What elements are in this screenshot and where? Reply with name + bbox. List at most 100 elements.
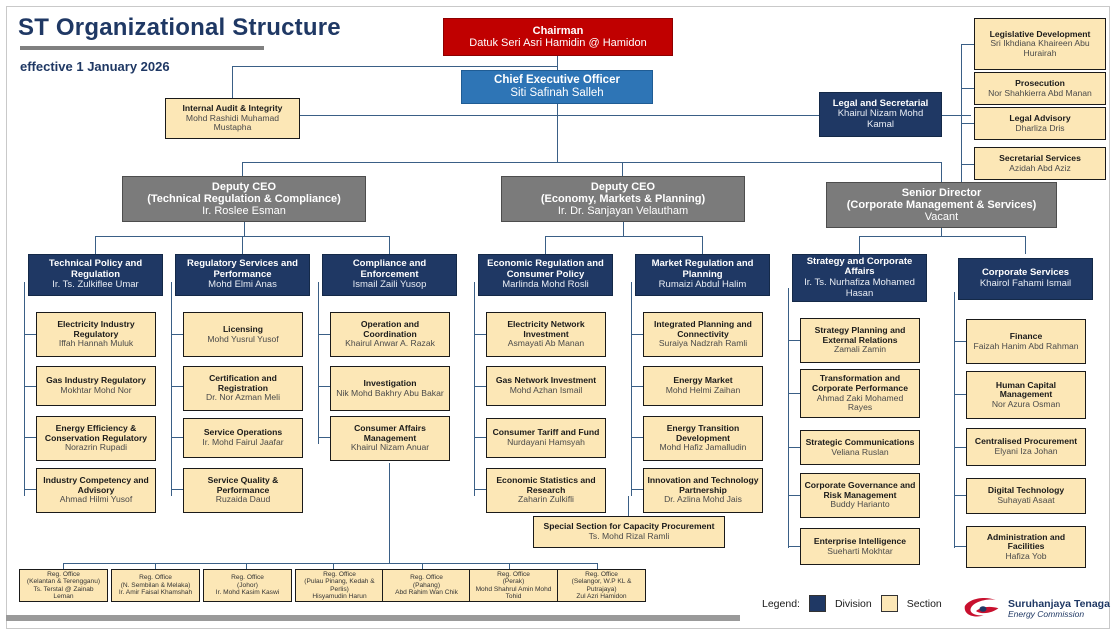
- section-title: Energy Efficiency & Conservation Regulat…: [44, 423, 148, 443]
- section-box[interactable]: Operation and Coordination Khairul Anwar…: [330, 312, 450, 357]
- section-title: Centralised Procurement: [974, 436, 1078, 447]
- section-legislative-development[interactable]: Legislative Development Sri Ikhdiana Kha…: [974, 18, 1106, 70]
- connector: [171, 437, 183, 438]
- section-prosecution[interactable]: Prosecution Nor Shahkierra Abd Manan: [974, 72, 1106, 105]
- regional-office-region: (Perak): [502, 578, 525, 586]
- connector: [474, 437, 486, 438]
- section-name: Mohd Helmi Zaihan: [665, 385, 741, 395]
- section-title: Economic Statistics and Research: [496, 475, 596, 495]
- connector: [318, 282, 319, 444]
- connector: [24, 489, 36, 490]
- regional-office-box[interactable]: Reg. Office (Kelantan & Terengganu) Ts. …: [19, 569, 108, 602]
- section-box[interactable]: Human Capital Management Nor Azura Osman: [966, 371, 1086, 419]
- section-box[interactable]: Economic Statistics and Research Zaharin…: [486, 468, 606, 513]
- section-box[interactable]: Centralised Procurement Elyani Iza Johan: [966, 428, 1086, 466]
- connector: [954, 447, 966, 448]
- division-strategy-and-corporate-affairs[interactable]: Strategy and Corporate Affairs Ir. Ts. N…: [792, 254, 927, 302]
- regional-office-box[interactable]: Reg. Office (Selangor, W.P KL & Putrajay…: [557, 569, 646, 602]
- section-box[interactable]: Integrated Planning and Connectivity Sur…: [643, 312, 763, 357]
- section-box[interactable]: Gas Network Investment Mohd Azhan Ismail: [486, 366, 606, 406]
- ceo-box[interactable]: Chief Executive Officer Siti Safinah Sal…: [461, 70, 653, 104]
- connector: [509, 563, 510, 569]
- section-box[interactable]: Consumer Affairs Management Khairul Niza…: [330, 416, 450, 461]
- section-title: Service Operations: [203, 427, 283, 438]
- section-box[interactable]: Certification and Registration Dr. Nor A…: [183, 366, 303, 411]
- connector: [961, 88, 975, 89]
- section-box[interactable]: Transformation and Corporate Performance…: [800, 369, 920, 418]
- section-box[interactable]: Corporate Governance and Risk Management…: [800, 473, 920, 518]
- connector: [788, 288, 789, 548]
- division-compliance-and-enforcement[interactable]: Compliance and Enforcement Ismail Zaili …: [322, 254, 457, 296]
- section-box[interactable]: Gas Industry Regulatory Mokhtar Mohd Nor: [36, 366, 156, 406]
- section-box[interactable]: Electricity Industry Regulatory Iffah Ha…: [36, 312, 156, 357]
- connector: [24, 437, 36, 438]
- deputy-ceo-technical-box[interactable]: Deputy CEO (Technical Regulation & Compl…: [122, 176, 366, 222]
- legend-section-swatch: [880, 595, 898, 612]
- regional-office-box[interactable]: Reg. Office (Johor) Ir. Mohd Kasim Kaswi: [203, 569, 292, 602]
- section-box[interactable]: Digital Technology Suhayati Asaat: [966, 478, 1086, 514]
- connector: [954, 341, 966, 342]
- section-box[interactable]: Industry Competency and Advisory Ahmad H…: [36, 468, 156, 513]
- regional-office-box[interactable]: Reg. Office (Pahang) Abd Rahim Wan Chik: [382, 569, 471, 602]
- section-box[interactable]: Service Operations Ir. Mohd Fairul Jaafa…: [183, 418, 303, 458]
- section-name: Faizah Hanim Abd Rahman: [973, 340, 1079, 351]
- section-box[interactable]: Energy Market Mohd Helmi Zaihan: [643, 366, 763, 406]
- section-name: Suhayati Asaat: [997, 495, 1055, 505]
- division-market-regulation-and-planning[interactable]: Market Regulation and Planning Rumaizi A…: [635, 254, 770, 296]
- regional-office-name: Mohd Shahrul Amin Mohd Tohid: [475, 585, 552, 600]
- connector: [242, 162, 942, 163]
- section-title: Secretarial Services: [999, 152, 1081, 163]
- section-box[interactable]: Innovation and Technology Partnership Dr…: [643, 468, 763, 513]
- section-box[interactable]: Service Quality & Performance Ruzaida Da…: [183, 468, 303, 513]
- section-box[interactable]: Strategic Communications Veliana Ruslan: [800, 430, 920, 465]
- section-box[interactable]: Consumer Tariff and Fund Nurdayani Hamsy…: [486, 418, 606, 458]
- section-legal-advisory[interactable]: Legal Advisory Dharliza Dris: [974, 107, 1106, 140]
- division-regulatory-services-and-performance[interactable]: Regulatory Services and Performance Mohd…: [175, 254, 310, 296]
- section-name: Norazrin Rupadi: [64, 442, 128, 453]
- section-box[interactable]: Finance Faizah Hanim Abd Rahman: [966, 319, 1086, 364]
- section-box[interactable]: Energy Transition Development Mohd Hafiz…: [643, 416, 763, 461]
- legend-division-label: Division: [834, 597, 872, 610]
- connector: [859, 236, 860, 254]
- section-box[interactable]: Energy Efficiency & Conservation Regulat…: [36, 416, 156, 461]
- section-title: Consumer Tariff and Fund: [492, 427, 600, 438]
- section-box[interactable]: Strategy Planning and External Relations…: [800, 318, 920, 363]
- section-secretarial-services[interactable]: Secretarial Services Azidah Abd Aziz: [974, 147, 1106, 180]
- connector: [545, 236, 546, 254]
- division-technical-policy-and-regulation[interactable]: Technical Policy and Regulation Ir. Ts. …: [28, 254, 163, 296]
- legal-secretarial-box[interactable]: Legal and Secretarial Khairul Nizam Mohd…: [819, 92, 942, 137]
- connector: [961, 164, 975, 165]
- legal-secretarial-name: Khairul Nizam Mohd Kamal: [837, 108, 924, 130]
- connector: [171, 282, 172, 496]
- chairman-box[interactable]: Chairman Datuk Seri Asri Hamidin @ Hamid…: [443, 18, 673, 56]
- regional-office-box[interactable]: Reg. Office (Perak) Mohd Shahrul Amin Mo…: [469, 569, 558, 602]
- internal-audit-box[interactable]: Internal Audit & Integrity Mohd Rashidi …: [165, 98, 300, 139]
- legend-division-swatch: [808, 595, 826, 612]
- division-name: Ir. Ts. Nurhafiza Mohamed Hasan: [804, 277, 915, 299]
- section-name: Khairul Nizam Anuar: [350, 442, 430, 453]
- section-name: Nurdayani Hamsyah: [507, 437, 585, 447]
- regional-office-box[interactable]: Reg. Office (N. Sembilan & Melaka) Ir. A…: [111, 569, 200, 602]
- connector: [859, 236, 1025, 237]
- section-box[interactable]: Administration and Facilities Hafiza Yob: [966, 526, 1086, 568]
- section-box[interactable]: Enterprise Intelligence Sueharti Mokhtar: [800, 528, 920, 565]
- section-box[interactable]: Electricity Network Investment Asmayati …: [486, 312, 606, 357]
- connector: [318, 334, 330, 335]
- division-corporate-services[interactable]: Corporate Services Khairol Fahami Ismail: [958, 258, 1093, 300]
- special-section-capacity-procurement[interactable]: Special Section for Capacity Procurement…: [533, 516, 725, 548]
- section-box[interactable]: Licensing Mohd Yusrul Yusof: [183, 312, 303, 357]
- senior-director-box[interactable]: Senior Director (Corporate Management & …: [826, 182, 1057, 228]
- regional-office-label: Reg. Office: [231, 574, 264, 582]
- section-name: Mokhtar Mohd Nor: [60, 385, 132, 395]
- ceo-name: Siti Safinah Salleh: [510, 87, 604, 99]
- division-title: Corporate Services: [981, 267, 1070, 279]
- regional-office-box[interactable]: Reg. Office (Pulau Pinang, Kedah & Perli…: [295, 569, 384, 602]
- connector: [171, 489, 183, 490]
- division-name: Mohd Elmi Anas: [208, 279, 277, 291]
- division-economic-regulation-and-consumer-policy[interactable]: Economic Regulation and Consumer Policy …: [478, 254, 613, 296]
- section-name: Mohd Azhan Ismail: [509, 385, 583, 395]
- section-title: Integrated Planning and Connectivity: [654, 319, 752, 339]
- deputy-ceo-economy-box[interactable]: Deputy CEO (Economy, Markets & Planning)…: [501, 176, 745, 222]
- division-title: Economic Regulation and Consumer Policy: [487, 258, 604, 280]
- section-box[interactable]: Investigation Nik Mohd Bakhry Abu Bakar: [330, 366, 450, 411]
